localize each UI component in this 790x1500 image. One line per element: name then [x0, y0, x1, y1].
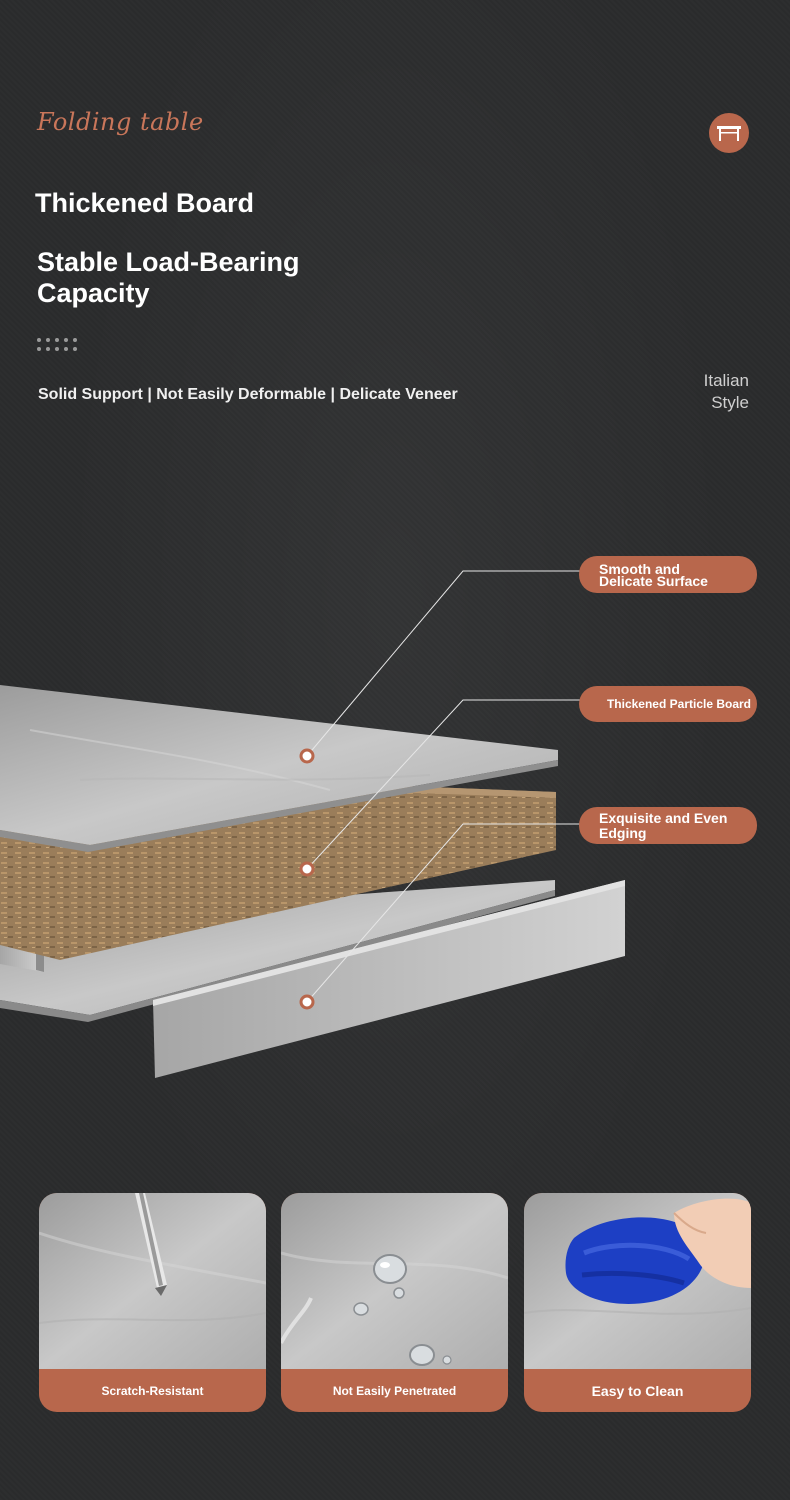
decorative-dots	[37, 338, 83, 352]
callout-line: Exquisite and Even	[599, 809, 728, 826]
callout-markers	[299, 748, 315, 1010]
callout-line: Smooth and	[599, 560, 680, 577]
screwdriver-icon	[39, 1193, 266, 1369]
front-edging-strip	[153, 880, 625, 1078]
card-label: Scratch-Resistant	[101, 1383, 204, 1398]
style-note-line-2: Style	[711, 393, 749, 412]
callout-line: Edging	[599, 824, 647, 841]
callout-leaders	[306, 570, 580, 1003]
callout-line: Thickened Particle Board	[606, 697, 751, 711]
top-veneer-layer	[0, 685, 558, 852]
callout-edging: Exquisite and Even Edging	[579, 807, 757, 844]
page-subtitle: Stable Load-Bearing Capacity	[37, 247, 367, 309]
feature-card-easy-to-clean: Easy to Clean	[524, 1193, 751, 1412]
feature-card-scratch-resistant: Scratch-Resistant	[39, 1193, 266, 1412]
board-layers-illustration	[0, 570, 625, 1078]
feature-card-not-easily-penetrated: Not Easily Penetrated	[281, 1193, 508, 1412]
subtitle-line-1: Stable Load-Bearing	[37, 247, 300, 277]
folding-table-icon	[709, 113, 749, 153]
brand-script-title: Folding table	[37, 108, 204, 136]
callout-particle-board: Thickened Particle Board	[579, 686, 757, 722]
callout-smooth-surface: Smooth and Delicate Surface	[579, 556, 757, 593]
style-note: Italian Style	[704, 370, 749, 414]
card-label: Easy to Clean	[591, 1382, 684, 1399]
water-drop-icon	[281, 1193, 508, 1369]
card-label: Not Easily Penetrated	[332, 1383, 457, 1398]
style-note-line-1: Italian	[703, 371, 749, 390]
feature-list: Solid Support | Not Easily Deformable | …	[38, 386, 458, 403]
callout-line: Delicate Surface	[599, 572, 708, 589]
subtitle-line-2: Capacity	[37, 278, 150, 308]
cloth-icon	[524, 1193, 751, 1369]
page-title: Thickened Board	[35, 188, 255, 218]
